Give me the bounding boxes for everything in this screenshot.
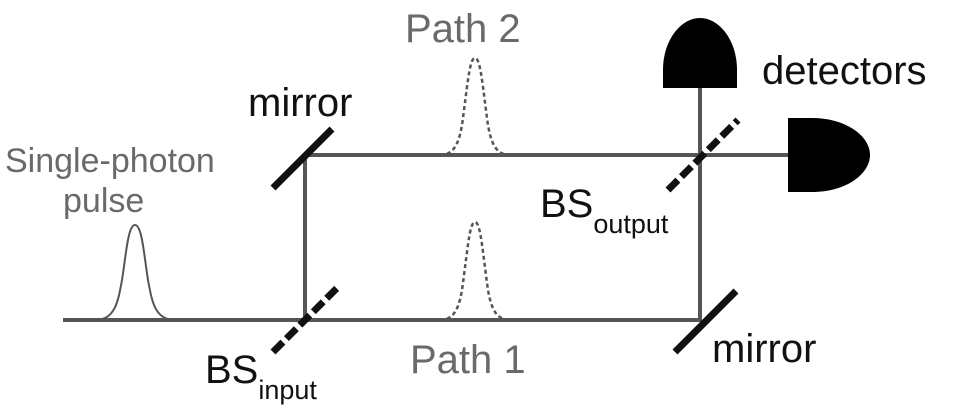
label-bs-output: BSoutput [540, 182, 669, 239]
beam-splitter-output [665, 117, 741, 193]
label-pulse: pulse [63, 182, 144, 220]
label-bs-input-sub: input [258, 375, 317, 405]
beam-splitter-input [270, 284, 341, 355]
mirror-bottom-right [672, 288, 739, 355]
label-mirror-top: mirror [248, 81, 352, 125]
label-single-photon: Single-photon [5, 142, 215, 180]
label-path-2: Path 2 [405, 7, 521, 51]
detector-top [663, 18, 737, 88]
label-bs-output-sub: output [593, 209, 669, 239]
label-bs-output-main: BS [540, 182, 593, 226]
label-detectors: detectors [762, 49, 927, 93]
beam-paths [63, 83, 792, 322]
pulse-path-1 [439, 220, 511, 322]
pulse-path-2 [439, 56, 511, 157]
label-path-1: Path 1 [410, 338, 526, 382]
label-bs-input-main: BS [205, 348, 258, 392]
label-mirror-bottom: mirror [712, 327, 816, 371]
pulse-input [94, 223, 176, 321]
detector-right [788, 118, 870, 192]
mirror-top-left [270, 126, 335, 191]
label-bs-input: BSinput [205, 348, 317, 405]
